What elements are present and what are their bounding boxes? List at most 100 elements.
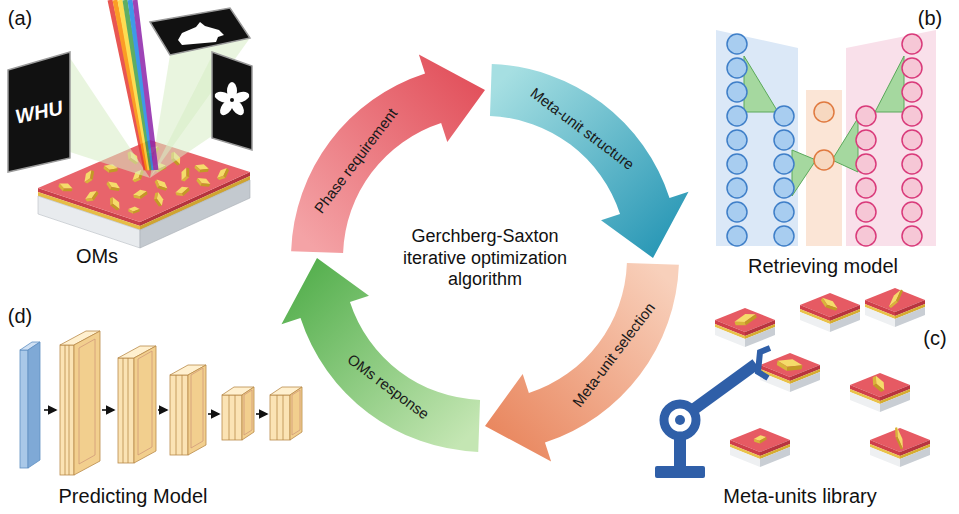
cnn-layers bbox=[28, 342, 40, 468]
projection-screens bbox=[212, 52, 252, 150]
cnn-layers bbox=[134, 346, 156, 463]
retrieving-network bbox=[856, 226, 876, 246]
retrieving-network bbox=[902, 58, 922, 78]
meta-unit-tiles bbox=[730, 428, 790, 467]
cnn-layers bbox=[270, 395, 290, 440]
cnn-layers bbox=[222, 395, 242, 440]
meta-atom-blocks bbox=[107, 195, 122, 212]
cnn-layers bbox=[182, 375, 183, 455]
cnn-layers bbox=[292, 390, 300, 435]
cnn-flow-arrows bbox=[256, 413, 267, 415]
meta-unit-tiles bbox=[893, 427, 905, 450]
panel-caption: Predicting Model bbox=[59, 484, 208, 508]
meta-atom-blocks bbox=[105, 179, 122, 194]
retrieving-network bbox=[727, 34, 794, 246]
meta-unit-tiles bbox=[865, 288, 925, 327]
panel-letter: (a) bbox=[8, 6, 32, 30]
retrieving-network bbox=[856, 202, 876, 222]
cnn-layers bbox=[229, 395, 230, 440]
cnn-layers bbox=[69, 345, 70, 475]
cnn-flow-arrows bbox=[208, 413, 219, 415]
retrieving-network bbox=[806, 90, 842, 246]
projection-screens bbox=[213, 90, 233, 105]
meta-atom-blocks bbox=[174, 185, 190, 198]
projection-screens bbox=[8, 52, 70, 172]
projection-screens bbox=[213, 82, 250, 118]
cnn-layers bbox=[188, 365, 206, 455]
light-cones bbox=[150, 56, 212, 178]
cnn-layers bbox=[277, 395, 278, 440]
retrieving-network bbox=[727, 34, 747, 54]
cnn-layers bbox=[283, 395, 284, 440]
meta-unit-tiles bbox=[760, 353, 820, 392]
retrieving-network bbox=[902, 202, 922, 222]
retrieving-network bbox=[727, 202, 747, 222]
cnn-layers bbox=[123, 358, 124, 463]
retrieving-network bbox=[727, 82, 747, 102]
meta-unit-tiles bbox=[776, 357, 803, 374]
retrieving-network bbox=[727, 106, 747, 126]
retrieving-network bbox=[875, 56, 904, 112]
retrieving-network bbox=[902, 226, 922, 246]
cnn-layers bbox=[191, 368, 203, 448]
retrieving-network bbox=[744, 56, 778, 112]
retrieving-network bbox=[727, 226, 747, 246]
retrieving-network bbox=[774, 130, 794, 150]
robot-arm bbox=[690, 364, 756, 412]
meta-unit-tiles bbox=[733, 311, 758, 329]
retrieving-network bbox=[902, 130, 922, 150]
cnn-flow-arrows bbox=[158, 409, 167, 411]
retrieving-network bbox=[727, 58, 747, 78]
cnn-layers bbox=[74, 331, 100, 475]
meta-unit-tiles bbox=[850, 373, 910, 412]
arc-arrow-body bbox=[291, 54, 485, 253]
projection-screens bbox=[230, 98, 234, 102]
meta-atom-blocks bbox=[153, 177, 170, 193]
retrieving-network bbox=[832, 118, 858, 172]
cnn-flow-arrows bbox=[44, 410, 267, 414]
retrieving-network bbox=[856, 130, 876, 150]
retrieving-network bbox=[774, 178, 794, 198]
meta-atom-blocks bbox=[132, 188, 148, 200]
retrieving-network bbox=[716, 30, 798, 246]
meta-unit-tiles bbox=[870, 374, 888, 394]
panel-caption: Retrieving model bbox=[748, 254, 898, 278]
meta-atom-blocks bbox=[128, 207, 139, 214]
meta-atom-blocks bbox=[215, 166, 231, 182]
meta-atom-blocks bbox=[179, 166, 192, 182]
retrieving-network bbox=[792, 150, 816, 196]
cnn-layers bbox=[290, 387, 302, 440]
rainbow-beam bbox=[110, 0, 156, 170]
cnn-layers bbox=[20, 331, 302, 475]
retrieving-network bbox=[774, 202, 794, 222]
retrieving-network bbox=[856, 34, 922, 246]
cnn-layers bbox=[20, 350, 28, 468]
meta-unit-tiles bbox=[715, 308, 775, 347]
meta-atom-blocks bbox=[84, 189, 101, 204]
retrieving-network bbox=[846, 30, 936, 246]
retrieving-network bbox=[902, 34, 922, 54]
panel-caption: OMs bbox=[76, 244, 118, 268]
light-cones bbox=[150, 38, 250, 178]
meta-atom-blocks bbox=[152, 191, 164, 207]
cnn-layers bbox=[170, 375, 188, 455]
cnn-layers bbox=[79, 339, 95, 464]
retrieving-network bbox=[727, 130, 747, 150]
retrieving-network bbox=[902, 82, 922, 102]
retrieving-network bbox=[774, 106, 794, 126]
retrieving-network bbox=[856, 178, 876, 198]
panel-letter: (b) bbox=[918, 6, 942, 30]
cnn-layers bbox=[242, 387, 254, 440]
retrieving-network bbox=[716, 30, 936, 246]
cnn-layers bbox=[128, 358, 129, 463]
cnn-layers bbox=[60, 345, 74, 475]
cnn-layers bbox=[65, 345, 66, 475]
retrieving-network bbox=[814, 150, 834, 170]
meta-atom-blocks bbox=[194, 162, 210, 174]
retrieving-network bbox=[814, 102, 834, 122]
robot-arm bbox=[675, 415, 685, 425]
retrieving-network bbox=[774, 154, 794, 174]
cycle-title: Gerchberg-Saxton iterative optimization … bbox=[400, 226, 570, 291]
projection-screens bbox=[150, 8, 250, 55]
